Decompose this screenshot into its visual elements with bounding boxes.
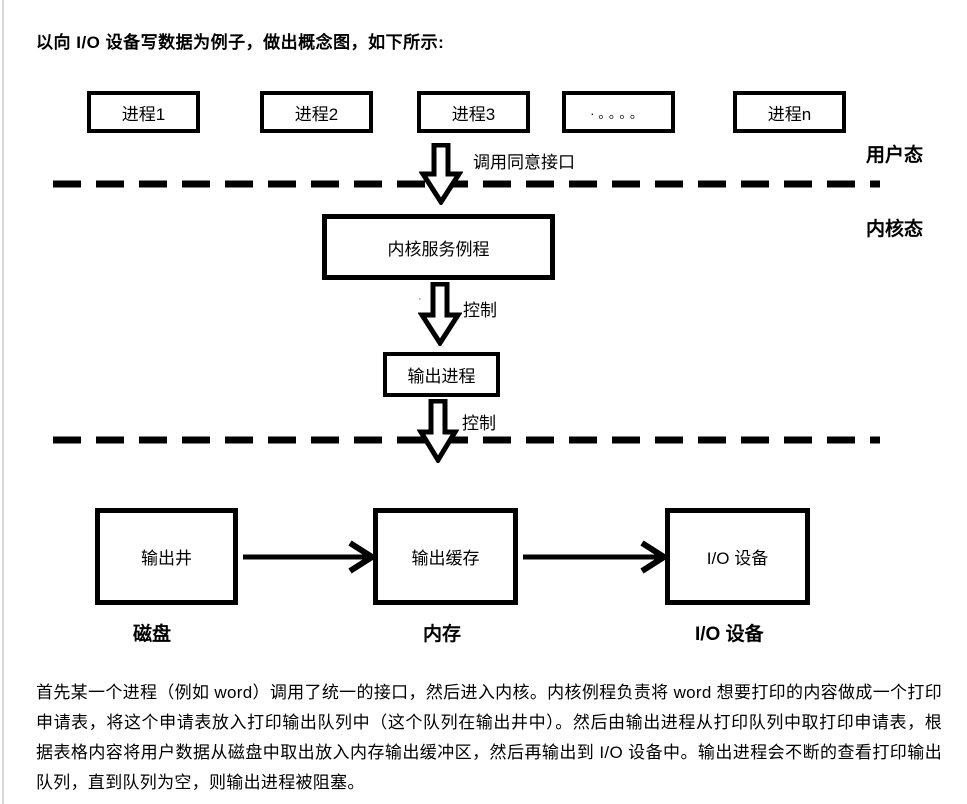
- process-box-3-label: 进程3: [451, 104, 496, 124]
- process-box-3: 进程3: [417, 91, 530, 133]
- memory-label: 内存: [423, 624, 462, 645]
- flow-arrows: [243, 540, 670, 574]
- down-block-arrow-icon: [417, 399, 459, 463]
- boundary-lines: [53, 180, 880, 444]
- output-well-label: 输出井: [141, 549, 192, 568]
- disk-label: 磁盘: [133, 624, 172, 645]
- io-device-label-bottom: I/O 设备: [695, 624, 764, 645]
- control-arrow-label-2: 控制: [462, 414, 496, 433]
- kernel-routine-box: 内核服务例程: [322, 214, 555, 280]
- page-edge-divider: [2, 0, 4, 804]
- explanation-paragraph: 首先某一个进程（例如 word）调用了统一的接口，然后进入内核。内核例程负责将 …: [36, 683, 942, 792]
- process-box-n: 进程n: [733, 91, 846, 133]
- user-mode-label: 用户态: [866, 145, 924, 166]
- kernel-mode-label: 内核态: [866, 219, 924, 240]
- arrowhead-right-icon: [640, 540, 670, 574]
- process-box-1-label: 进程1: [121, 104, 166, 124]
- output-buffer-label: 输出缓存: [411, 549, 480, 568]
- io-device-label: I/O 设备: [706, 549, 769, 568]
- process-box-ellipsis-label: ·。。。。: [590, 105, 647, 121]
- control-arrow-label-1: 控制: [463, 301, 497, 320]
- down-block-arrow-icon: [418, 282, 462, 346]
- page-title: 以向 I/O 设备写数据为例子，做出概念图，如下所示:: [36, 33, 445, 52]
- output-well-box: 输出井: [95, 508, 238, 605]
- kernel-routine-label: 内核服务例程: [387, 239, 490, 259]
- process-box-ellipsis: ·。。。。: [562, 91, 675, 133]
- output-process-box: 输出进程: [383, 352, 500, 397]
- process-box-n-label: 进程n: [767, 104, 812, 124]
- process-box-2-label: 进程2: [294, 104, 339, 124]
- process-box-2: 进程2: [260, 91, 373, 133]
- arrowhead-right-icon: [348, 540, 378, 574]
- output-buffer-box: 输出缓存: [373, 508, 518, 605]
- process-box-1: 进程1: [87, 91, 200, 133]
- output-process-label: 输出进程: [407, 367, 476, 386]
- down-block-arrow-icon: [419, 143, 463, 205]
- call-interface-arrow-label: 调用同意接口: [473, 153, 575, 172]
- stray-blue-dot: ·: [418, 293, 422, 305]
